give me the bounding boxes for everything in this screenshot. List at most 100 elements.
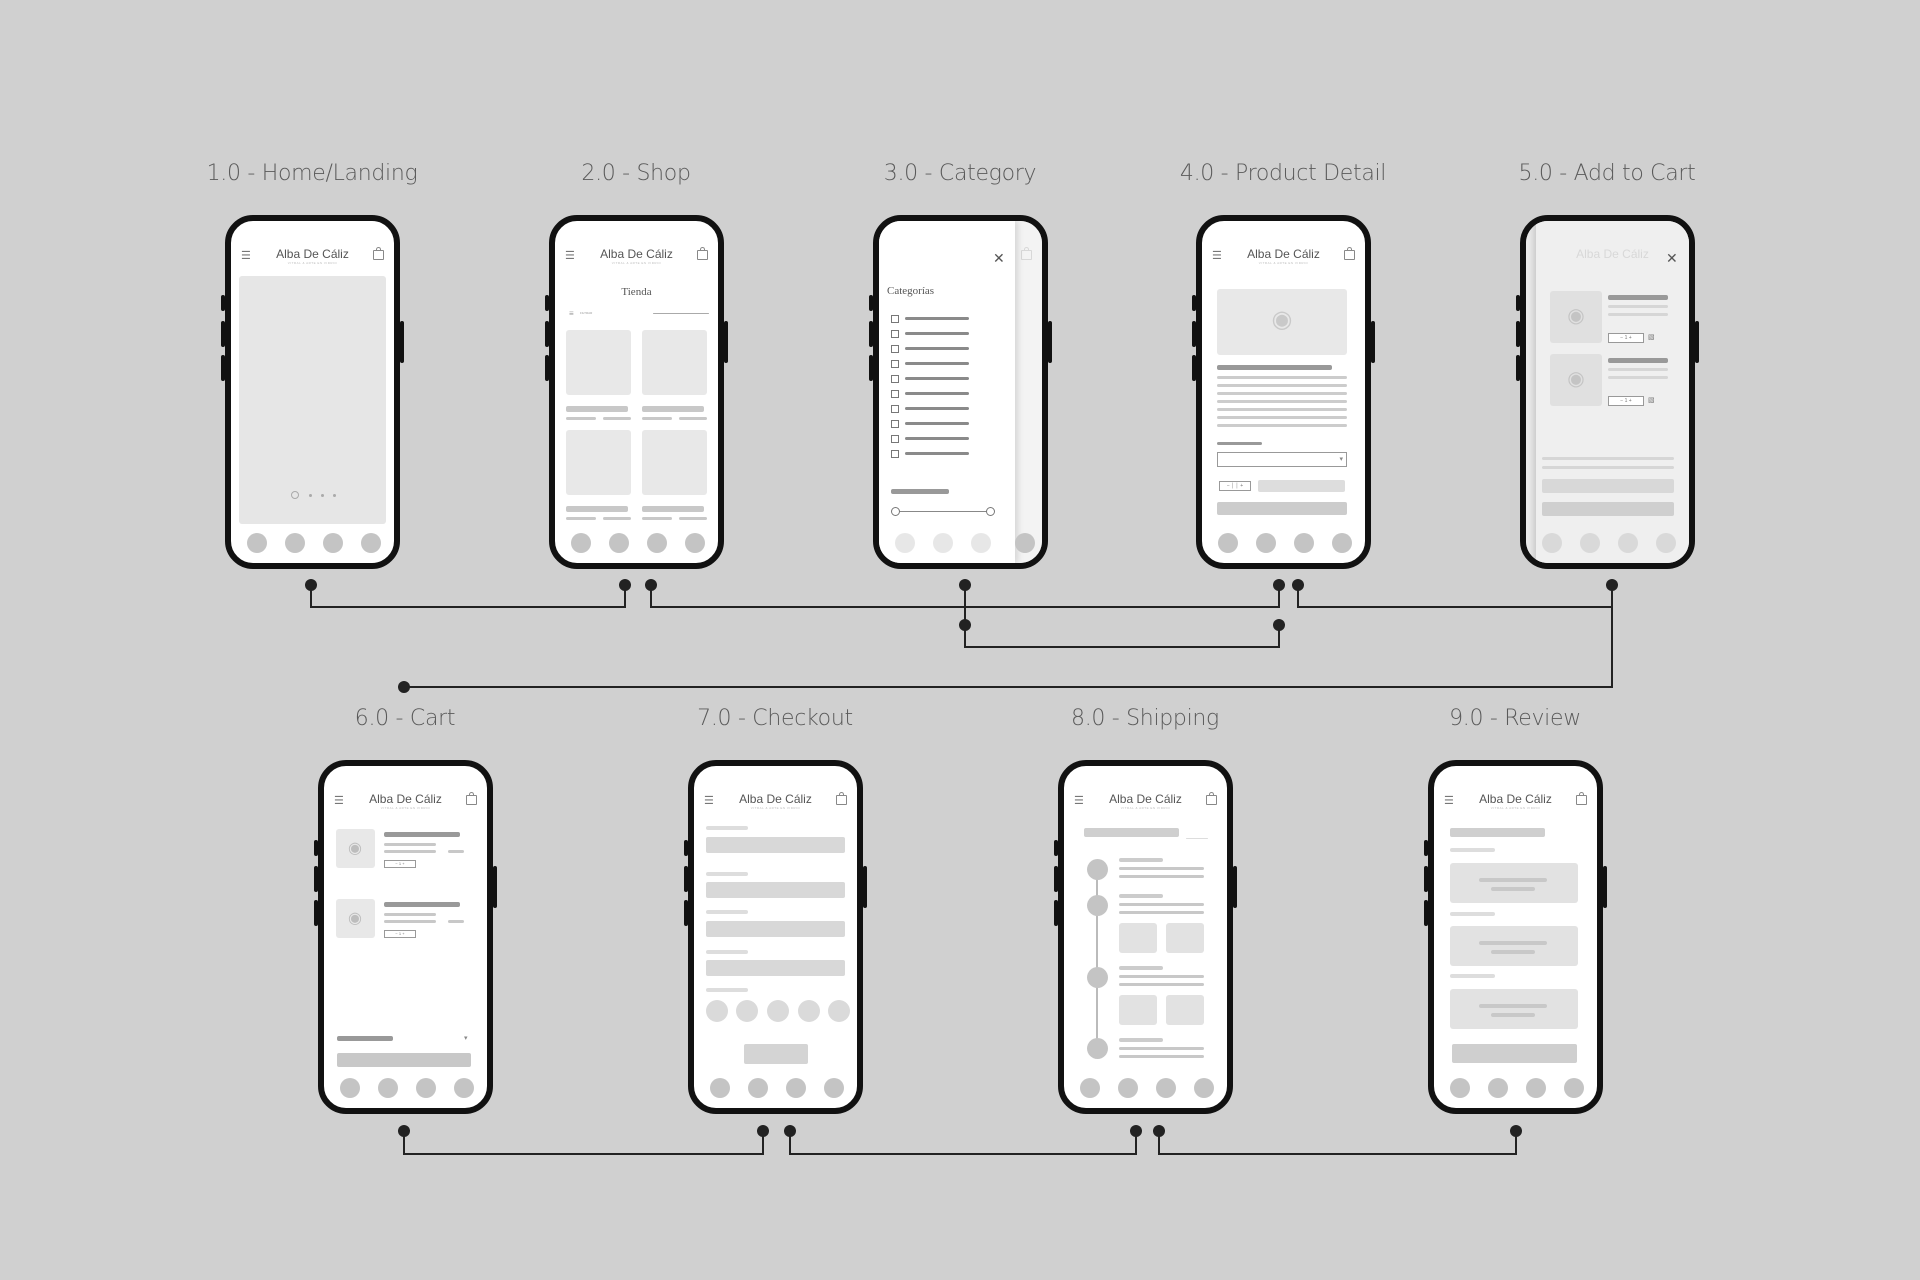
shopping-bag-icon[interactable] [1021,247,1032,260]
hamburger-menu-icon[interactable]: ☰ [1074,795,1084,807]
nav-item[interactable] [247,533,267,553]
add-to-cart-button[interactable] [1217,502,1347,515]
nav-item[interactable] [416,1078,436,1098]
category-checkbox[interactable] [891,360,899,368]
place-order-button[interactable] [1452,1044,1577,1063]
category-checkbox[interactable] [891,420,899,428]
view-cart-button[interactable] [1542,479,1674,493]
nav-item[interactable] [378,1078,398,1098]
price-range-handle-max[interactable] [986,507,995,516]
chevron-down-icon[interactable]: ▾ [464,1035,468,1042]
review-summary-card[interactable] [1450,863,1578,903]
quantity-stepper[interactable]: − 1 + [384,930,416,938]
filter-label[interactable]: FILTRAR [580,311,593,315]
shopping-bag-icon[interactable] [697,247,708,260]
nav-item[interactable] [1156,1078,1176,1098]
nav-item[interactable] [340,1078,360,1098]
hamburger-menu-icon[interactable]: ☰ [241,250,251,262]
hero-banner[interactable] [239,276,386,524]
product-card-image[interactable] [642,330,707,395]
category-checkbox[interactable] [891,450,899,458]
product-card-image[interactable] [642,430,707,495]
nav-item[interactable] [1564,1078,1584,1098]
form-input[interactable] [706,960,845,976]
category-checkbox[interactable] [891,330,899,338]
shipping-option-card[interactable] [1166,923,1204,953]
shopping-bag-icon[interactable] [836,792,847,805]
nav-item[interactable] [1015,533,1035,553]
form-input[interactable] [706,882,845,898]
quantity-stepper[interactable]: − 1 + [1608,396,1644,406]
hamburger-menu-icon[interactable]: ☰ [1212,250,1222,262]
continue-button[interactable] [744,1044,808,1064]
sort-dropdown[interactable] [653,313,709,314]
nav-item[interactable] [361,533,381,553]
form-input[interactable] [706,837,845,853]
hamburger-menu-icon[interactable]: ☰ [565,250,575,262]
product-image[interactable] [1217,289,1347,355]
price-range-handle-min[interactable] [891,507,900,516]
nav-item[interactable] [1332,533,1352,553]
timeline-step[interactable] [1087,967,1108,988]
nav-item[interactable] [1488,1078,1508,1098]
product-card-image[interactable] [566,430,631,495]
nav-item[interactable] [685,533,705,553]
category-checkbox[interactable] [891,435,899,443]
nav-item[interactable] [748,1078,768,1098]
proceed-to-checkout-button[interactable] [337,1053,471,1067]
nav-item[interactable] [824,1078,844,1098]
payment-method-option[interactable] [828,1000,850,1022]
payment-method-option[interactable] [767,1000,789,1022]
shipping-option-card[interactable] [1166,995,1204,1025]
timeline-step[interactable] [1087,1038,1108,1059]
shipping-option-card[interactable] [1119,995,1157,1025]
nav-item[interactable] [454,1078,474,1098]
category-checkbox[interactable] [891,405,899,413]
nav-item[interactable] [1118,1078,1138,1098]
payment-method-option[interactable] [706,1000,728,1022]
nav-item[interactable] [1294,533,1314,553]
hamburger-menu-icon[interactable]: ☰ [1444,795,1454,807]
trash-icon[interactable]: ▧ [1648,397,1655,404]
add-to-wishlist-button[interactable] [1258,480,1345,492]
category-checkbox[interactable] [891,375,899,383]
nav-item[interactable] [1194,1078,1214,1098]
review-summary-card[interactable] [1450,926,1578,966]
nav-item[interactable] [1080,1078,1100,1098]
nav-item[interactable] [1218,533,1238,553]
payment-method-option[interactable] [736,1000,758,1022]
review-summary-card[interactable] [1450,989,1578,1029]
category-checkbox[interactable] [891,315,899,323]
checkout-button[interactable] [1542,502,1674,516]
shopping-bag-icon[interactable] [466,792,477,805]
shopping-bag-icon[interactable] [373,247,384,260]
trash-icon[interactable]: ▧ [1648,334,1655,341]
timeline-step[interactable] [1087,859,1108,880]
close-icon[interactable]: ✕ [993,250,1005,266]
shopping-bag-icon[interactable] [1576,792,1587,805]
nav-item[interactable] [1450,1078,1470,1098]
quantity-stepper[interactable]: − 1 + [1608,333,1644,343]
nav-item[interactable] [786,1078,806,1098]
quantity-stepper[interactable]: − │ │ + [1219,481,1251,491]
product-card-image[interactable] [566,330,631,395]
hamburger-menu-icon[interactable]: ☰ [704,795,714,807]
close-icon[interactable]: ✕ [1666,250,1678,266]
quantity-stepper[interactable]: − 1 + [384,860,416,868]
payment-method-option[interactable] [798,1000,820,1022]
nav-item[interactable] [571,533,591,553]
nav-item[interactable] [710,1078,730,1098]
category-checkbox[interactable] [891,345,899,353]
nav-item[interactable] [285,533,305,553]
shopping-bag-icon[interactable] [1206,792,1217,805]
option-select[interactable]: ▾ [1217,452,1347,467]
nav-item[interactable] [1256,533,1276,553]
form-input[interactable] [706,921,845,937]
hamburger-menu-icon[interactable]: ☰ [334,795,344,807]
carousel-dots[interactable] [291,491,351,499]
nav-item[interactable] [609,533,629,553]
category-checkbox[interactable] [891,390,899,398]
nav-item[interactable] [1526,1078,1546,1098]
filter-icon[interactable]: ≡ [569,309,574,318]
shipping-option-card[interactable] [1119,923,1157,953]
